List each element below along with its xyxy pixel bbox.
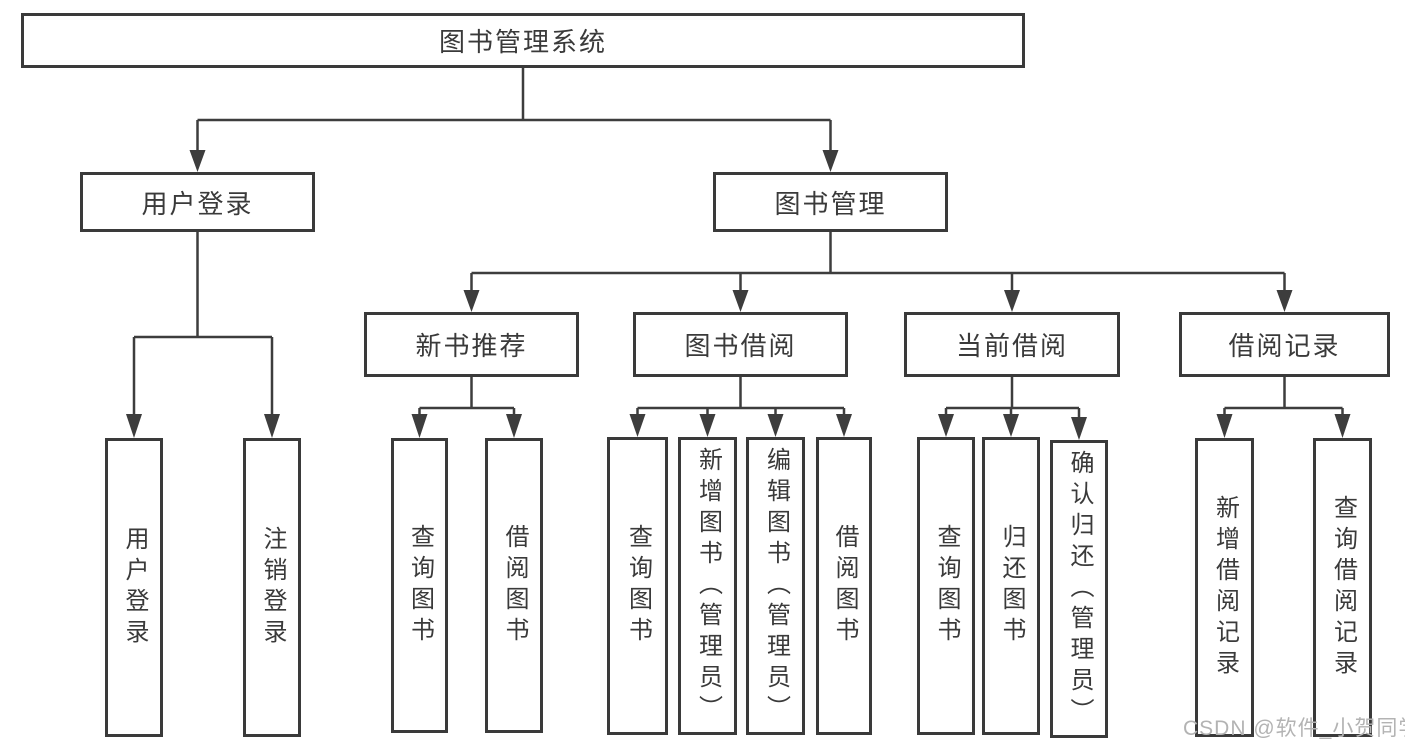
node-bb-borrow-books-label: 借阅图书 [831, 524, 858, 648]
node-nbr-borrow-books: 借阅图书 [485, 438, 543, 733]
node-cb-query-books-label: 查询图书 [933, 524, 960, 648]
node-bb-query-books: 查询图书 [607, 437, 668, 735]
node-new-book-recommend: 新书推荐 [364, 312, 579, 377]
node-bb-borrow-books: 借阅图书 [816, 437, 872, 735]
node-nbr-borrow-books-label: 借阅图书 [501, 523, 528, 648]
node-library-management-system: 图书管理系统 [21, 13, 1025, 68]
node-book-management: 图书管理 [713, 172, 948, 232]
node-bb-add-books-admin: 新增图书（管理员） [678, 437, 737, 735]
node-br-query-record: 查询借阅记录 [1313, 438, 1372, 737]
node-bb-edit-books-admin: 编辑图书（管理员） [746, 437, 805, 735]
node-book-borrowing-label: 图书借阅 [684, 331, 797, 361]
node-br-query-record-label: 查询借阅记录 [1329, 494, 1357, 681]
node-bb-edit-books-admin-label: 编辑图书（管理员） [762, 446, 790, 726]
node-bb-query-books-label: 查询图书 [624, 524, 652, 648]
node-borrowing-records: 借阅记录 [1179, 312, 1390, 377]
node-nbr-query-books: 查询图书 [391, 438, 448, 733]
node-logout: 注销登录 [243, 438, 301, 737]
arrowheads [126, 150, 1351, 440]
node-user-login-label: 用户登录 [121, 525, 148, 650]
node-borrowing-records-label: 借阅记录 [1228, 331, 1341, 361]
node-book-borrowing: 图书借阅 [633, 312, 848, 377]
node-user-login-group: 用户登录 [80, 172, 315, 232]
node-book-management-label: 图书管理 [774, 188, 887, 219]
connector-paths [132, 68, 1344, 419]
node-bb-add-books-admin-label: 新增图书（管理员） [694, 446, 722, 726]
node-current-borrowing-label: 当前借阅 [955, 331, 1068, 361]
node-user-login: 用户登录 [105, 438, 163, 737]
node-cb-confirm-return-admin: 确认归还（管理员） [1050, 440, 1108, 738]
node-br-add-record: 新增借阅记录 [1195, 438, 1254, 737]
node-library-management-system-label: 图书管理系统 [438, 27, 607, 57]
node-cb-confirm-return-admin-label: 确认归还（管理员） [1066, 449, 1093, 729]
node-current-borrowing: 当前借阅 [904, 312, 1120, 377]
node-cb-query-books: 查询图书 [917, 437, 975, 735]
node-logout-label: 注销登录 [259, 525, 286, 650]
node-new-book-recommend-label: 新书推荐 [415, 331, 528, 361]
node-br-add-record-label: 新增借阅记录 [1211, 494, 1239, 681]
node-user-login-group-label: 用户登录 [141, 188, 254, 219]
csdn-watermark: CSDN @软件_小贺同学 [1183, 717, 1405, 740]
node-cb-return-books-label: 归还图书 [998, 524, 1025, 648]
node-cb-return-books: 归还图书 [982, 437, 1040, 735]
node-nbr-query-books-label: 查询图书 [406, 523, 434, 648]
